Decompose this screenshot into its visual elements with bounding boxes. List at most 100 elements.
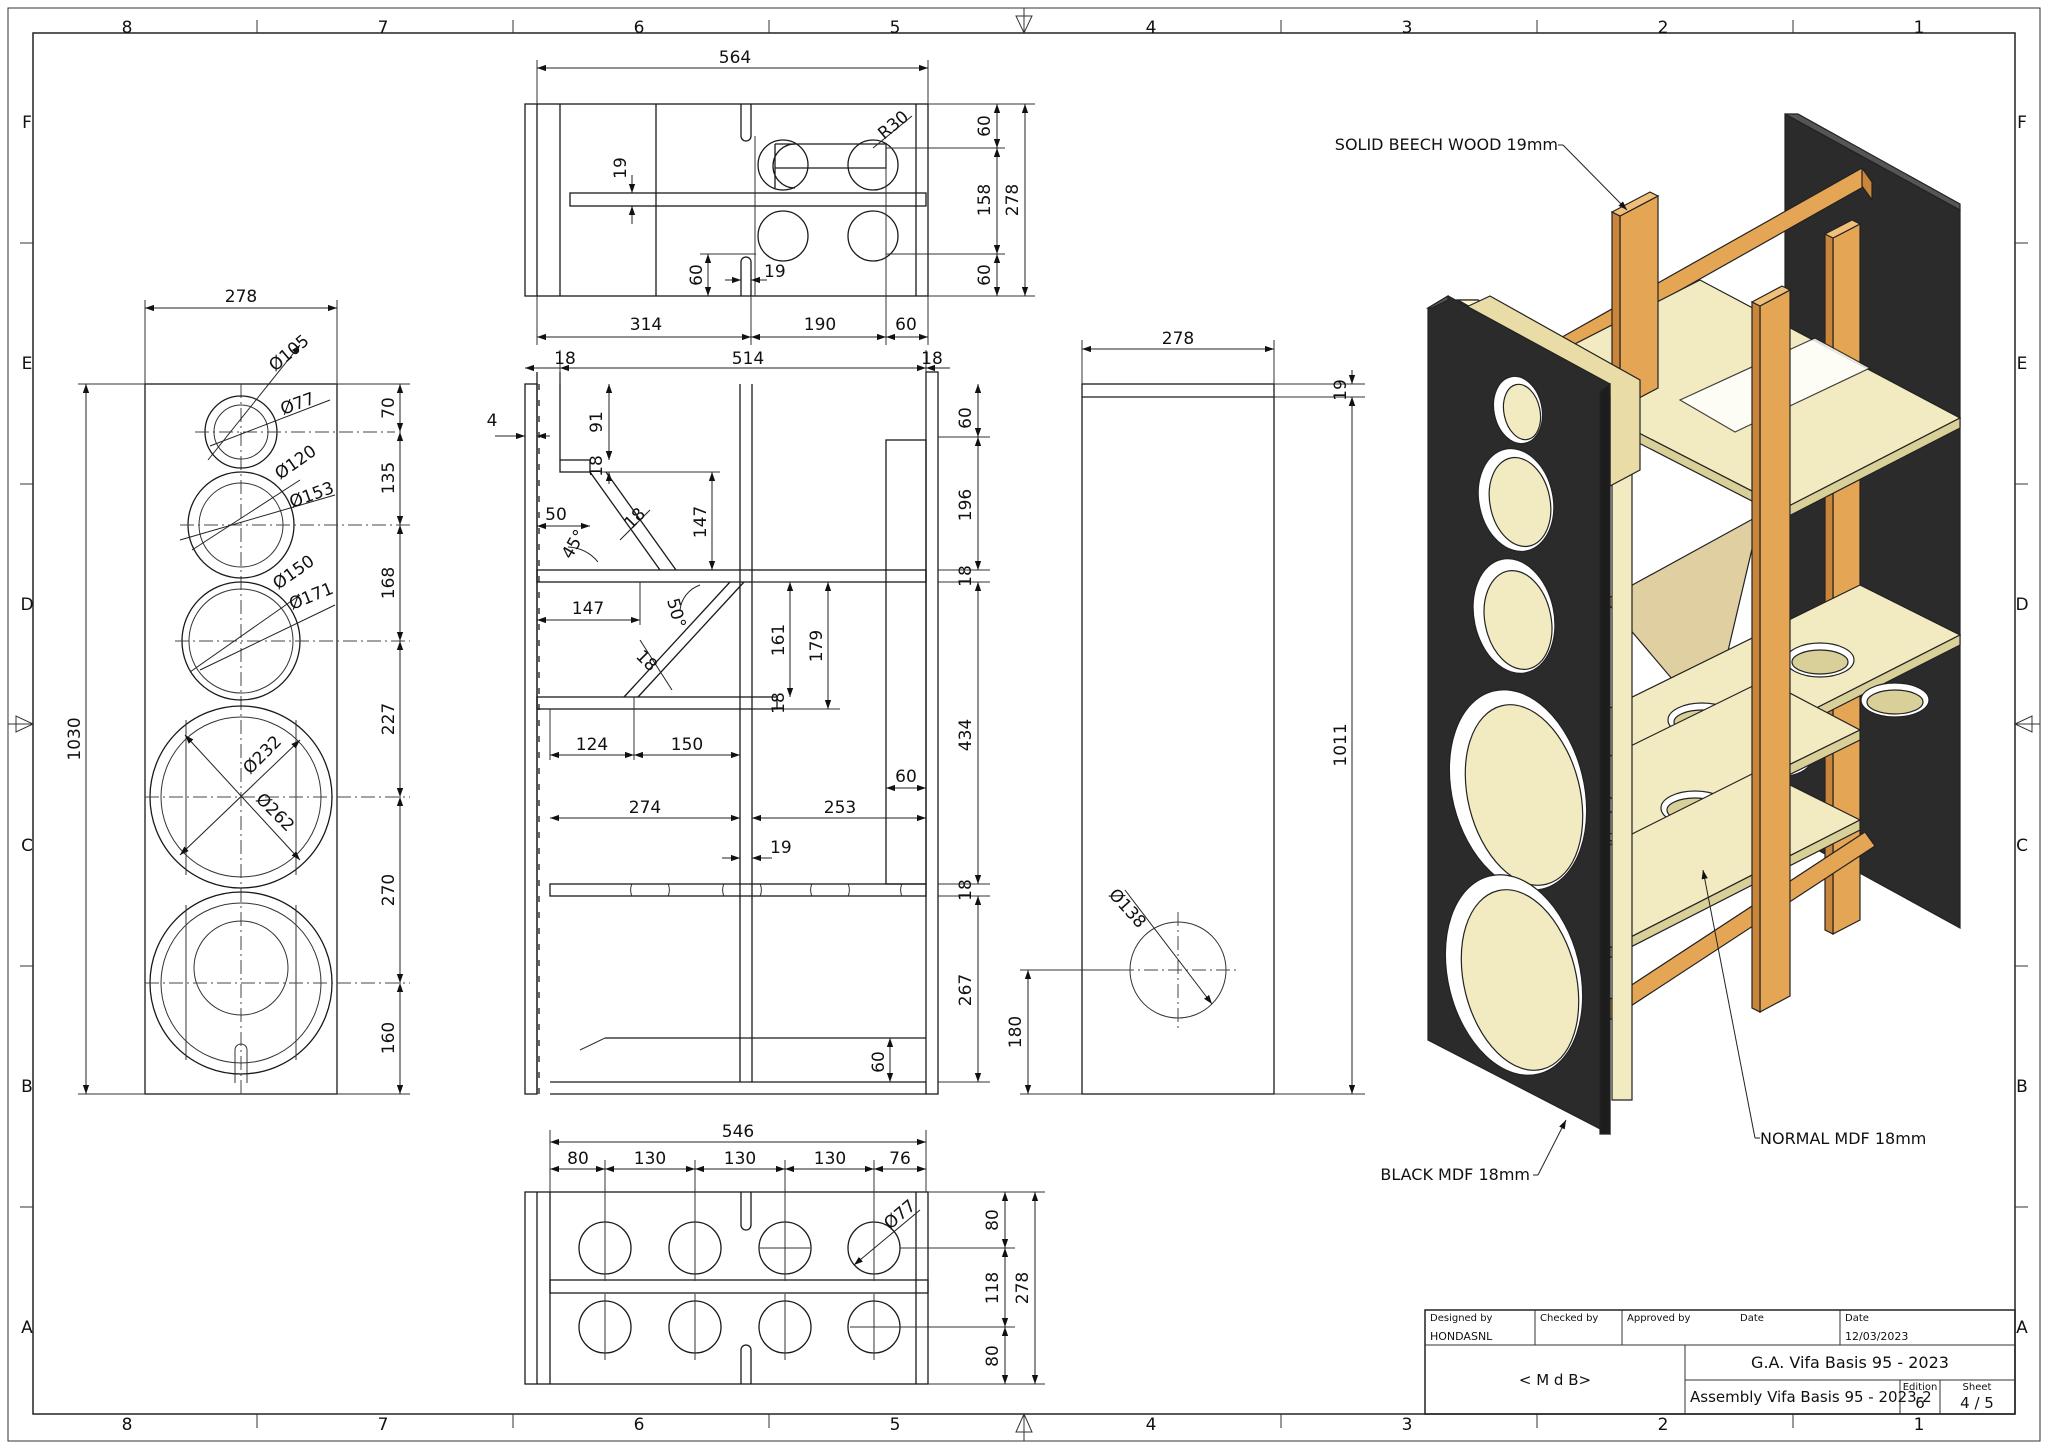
dim-sec-60b: 60 — [869, 1051, 889, 1073]
tb-title: G.A. Vifa Basis 95 - 2023 — [1751, 1353, 1949, 1372]
dim-front-width: 278 — [225, 287, 257, 307]
dim-top-b-314: 314 — [630, 315, 662, 335]
tb-company: < M d B> — [1519, 1371, 1591, 1389]
center-mark-top — [1015, 8, 1033, 35]
dim-bottom-width: 546 — [722, 1122, 754, 1142]
grid-row-f-right: F — [2017, 113, 2027, 133]
dim-sec-50deg: 50° — [662, 596, 689, 630]
tb-checked-by-label: Checked by — [1540, 1313, 1598, 1324]
dim-sec-18c: 18 — [631, 646, 660, 675]
grid-row-c-right: C — [2016, 836, 2028, 856]
grid-col-2-bottom: 2 — [1658, 1415, 1669, 1435]
driver-tweeter — [195, 395, 395, 469]
dim-front-seg-168: 168 — [379, 567, 399, 599]
dim-sec-147a: 147 — [691, 506, 711, 538]
center-mark-right — [2013, 715, 2040, 733]
grid-col-7-bottom: 7 — [378, 1415, 389, 1435]
dim-front-dia-232: Ø232 — [239, 732, 286, 779]
tb-designed-by-label: Designed by — [1430, 1313, 1493, 1324]
tb-designer: HONDASNL — [1430, 1330, 1493, 1343]
dim-front-dia-262: Ø262 — [251, 789, 298, 836]
grid-col-2: 2 — [1658, 18, 1669, 38]
top-view: 564 R30 60 158 60 278 19 60 19 — [524, 48, 1035, 345]
dim-sec-45deg: 45° — [558, 526, 590, 562]
dim-bottom-col-80: 80 — [567, 1149, 589, 1169]
grid-col-3: 3 — [1402, 18, 1413, 38]
dim-sec-18d: 18 — [769, 692, 789, 714]
dim-sec-274: 274 — [629, 798, 661, 818]
dim-side-top: 19 — [1331, 379, 1351, 401]
dim-sec-60a: 60 — [895, 767, 917, 787]
grid-row-e-right: E — [2017, 354, 2028, 374]
dim-sec-r-196: 196 — [956, 489, 976, 521]
dim-front-seg-227: 227 — [379, 703, 399, 735]
dim-sec-r-18a: 18 — [956, 565, 976, 587]
front-black-baffle — [1425, 294, 1611, 1135]
tb-date-value: 12/03/2023 — [1845, 1330, 1908, 1343]
dim-front-seg-270: 270 — [379, 874, 399, 906]
dim-sec-top-514: 514 — [732, 349, 764, 369]
dim-sec-r-434: 434 — [956, 719, 976, 751]
center-mark-bottom — [1015, 1412, 1033, 1441]
dim-top-width: 564 — [719, 48, 751, 68]
dim-top-l-19b: 19 — [764, 262, 786, 282]
dim-top-r-158: 158 — [975, 184, 995, 216]
dim-bottom-col-130a: 130 — [634, 1149, 666, 1169]
dim-front-dia-120: Ø120 — [271, 441, 320, 484]
dim-bottom-col-130b: 130 — [724, 1149, 756, 1169]
dim-front-seg-70: 70 — [379, 397, 399, 419]
grid-col-1-bottom: 1 — [1914, 1415, 1925, 1435]
side-view: Ø138 278 19 1011 180 — [1006, 329, 1365, 1095]
dim-top-r-60b: 60 — [975, 264, 995, 286]
dim-bottom-r-118: 118 — [983, 1272, 1003, 1304]
front-view: Ø105 Ø77 Ø120 Ø153 Ø150 Ø171 Ø232 Ø262 2… — [65, 287, 410, 1095]
beech-post-front-right — [1759, 289, 1791, 1013]
grid-col-6: 6 — [634, 18, 645, 38]
grid-col-1: 1 — [1914, 18, 1925, 38]
grid-row-c: C — [21, 836, 33, 856]
drawing-frame: 8 7 6 5 4 3 2 1 8 7 6 5 4 3 2 1 F E D C … — [7, 7, 2041, 1442]
center-mark-left — [8, 715, 35, 733]
dim-sec-r-267: 267 — [956, 974, 976, 1006]
dim-top-r-60a: 60 — [975, 115, 995, 137]
dim-sec-top-18b: 18 — [921, 349, 943, 369]
dim-top-b-60: 60 — [895, 315, 917, 335]
driver-mid-2 — [175, 581, 410, 701]
grid-col-7: 7 — [378, 18, 389, 38]
dim-front-dia-105: Ø105 — [265, 331, 313, 376]
grid-row-d: D — [20, 595, 33, 615]
tb-date-label: Date — [1740, 1313, 1764, 1324]
driver-woofer — [145, 705, 410, 889]
dim-sec-253: 253 — [824, 798, 856, 818]
dim-front-height: 1030 — [65, 717, 85, 760]
material-labels: SOLID BEECH WOOD 19mm NORMAL MDF 18mm BL… — [1335, 135, 1927, 1184]
tb-approved-by-label: Approved by — [1627, 1313, 1690, 1324]
bottom-holes — [578, 1215, 901, 1360]
dim-top-l-60: 60 — [687, 264, 707, 286]
grid-row-d-right: D — [2015, 595, 2028, 615]
passive-radiator — [145, 891, 410, 1083]
dim-sec-91: 91 — [587, 411, 607, 433]
grid-row-b: B — [21, 1077, 33, 1097]
dim-top-b-190: 190 — [804, 315, 836, 335]
tb-date-label-2: Date — [1845, 1313, 1869, 1324]
dim-top-radius: R30 — [874, 107, 912, 144]
dim-sec-124: 124 — [576, 735, 608, 755]
driver-mid-1 — [180, 471, 410, 579]
dim-sec-147b: 147 — [572, 599, 604, 619]
dim-front-seg-135: 135 — [379, 462, 399, 494]
dim-bottom-r-278: 278 — [1013, 1272, 1033, 1304]
tb-sheet-label: Sheet — [1963, 1382, 1992, 1393]
dim-sec-r-60: 60 — [956, 407, 976, 429]
dim-sec-top-18a: 18 — [554, 349, 576, 369]
label-normal-mdf: NORMAL MDF 18mm — [1760, 1129, 1926, 1148]
grid-col-5-bottom: 5 — [890, 1415, 901, 1435]
tb-subtitle: Assembly Vifa Basis 95 - 2023-2 — [1690, 1388, 1932, 1406]
dim-side-width: 278 — [1162, 329, 1194, 349]
grid-col-8: 8 — [122, 18, 133, 38]
grid-col-3-bottom: 3 — [1402, 1415, 1413, 1435]
dim-bottom-col-130c: 130 — [814, 1149, 846, 1169]
dim-sec-18a: 18 — [587, 455, 607, 477]
section-view: 18 514 18 4 91 18 50 45° 18 147 147 50° … — [487, 349, 990, 1095]
isometric-assembly-view — [1425, 112, 1962, 1135]
